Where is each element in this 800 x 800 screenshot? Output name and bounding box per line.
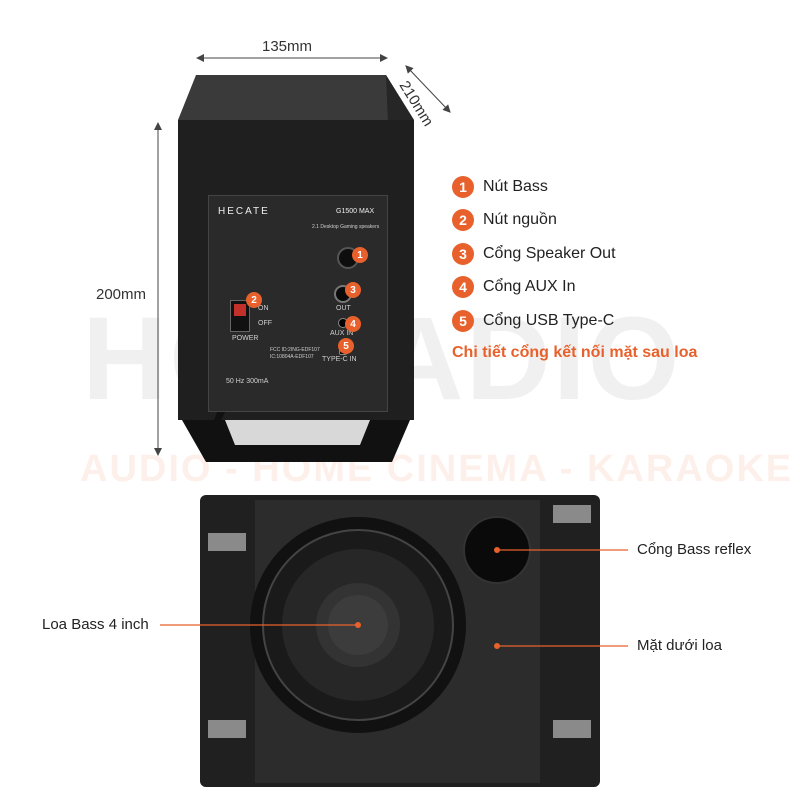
legend-label-3: Cổng Speaker Out [483, 245, 616, 262]
switch-on-label: ON [258, 305, 269, 312]
voltage-label: 50 Hz 300mA [226, 378, 269, 385]
badge-1: 1 [352, 247, 368, 263]
legend-badge-1: 1 [452, 176, 474, 198]
out-label: OUT [336, 305, 351, 312]
legend-badge-2: 2 [452, 209, 474, 231]
panel-model: G1500 MAX [336, 208, 375, 215]
fcc-label: FCC ID:2ING-EDF107 [270, 347, 320, 353]
power-switch[interactable] [230, 300, 250, 332]
badge-5: 5 [338, 338, 354, 354]
switch-off-label: OFF [258, 320, 272, 327]
legend-label-4: Cổng AUX In [483, 278, 576, 295]
panel-subtitle: 2.1 Desktop Gaming speakers [312, 224, 380, 230]
panel-brand: HECATE [218, 206, 270, 217]
width-label: 135mm [262, 38, 313, 55]
height-label: 200mm [96, 286, 147, 303]
legend-item-usb: 5 Cổng USB Type-C [452, 309, 614, 333]
callout-woofer: Loa Bass 4 inch [42, 616, 149, 633]
watermark-tagline: AUDIO - HOME CINEMA - KARAOKE [80, 448, 794, 490]
badge-3: 3 [345, 282, 361, 298]
legend-item-aux: 4 Cổng AUX In [452, 275, 576, 299]
ic-label: IC:10804A-EDF107 [270, 354, 314, 360]
legend-item-bass: 1 Nút Bass [452, 175, 548, 199]
badge-4: 4 [345, 316, 361, 332]
legend-label-5: Cổng USB Type-C [483, 312, 615, 329]
legend-item-speaker-out: 3 Cổng Speaker Out [452, 242, 616, 266]
legend-badge-3: 3 [452, 243, 474, 265]
legend-item-power: 2 Nút nguồn [452, 208, 557, 232]
legend-badge-4: 4 [452, 276, 474, 298]
legend-label-2: Nút nguồn [483, 211, 557, 228]
badge-2: 2 [246, 292, 262, 308]
legend-badge-5: 5 [452, 310, 474, 332]
callout-bottom-face: Mặt dưới loa [637, 637, 722, 654]
power-label: POWER [232, 335, 259, 342]
legend-label-1: Nút Bass [483, 178, 548, 195]
callout-bass-reflex: Cổng Bass reflex [637, 541, 752, 558]
aux-label: AUX IN [330, 330, 354, 337]
legend-caption: Chi tiết cổng kết nối mặt sau loa [452, 344, 698, 361]
typec-label: TYPE-C IN [322, 356, 357, 363]
